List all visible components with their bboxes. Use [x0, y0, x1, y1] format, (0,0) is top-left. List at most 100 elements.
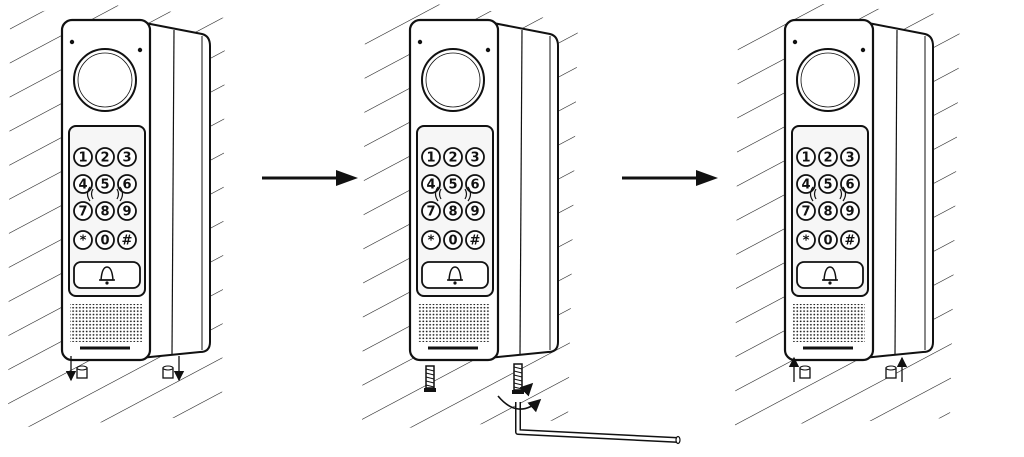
- keypad-key: [443, 174, 463, 194]
- caps-icon: [65, 356, 185, 382]
- cap-top: [799, 365, 811, 371]
- key-label: *: [803, 234, 810, 249]
- key-label: 5: [448, 178, 457, 193]
- keypad-key: [840, 201, 860, 221]
- screws-icon: [424, 363, 524, 394]
- bell-icon: [447, 266, 463, 285]
- corner-dot: [69, 39, 75, 45]
- keypad-key: [796, 230, 816, 250]
- key-label: 3: [470, 151, 479, 166]
- key-label: 3: [845, 151, 854, 166]
- keypad-key: [818, 201, 838, 221]
- corner-dot: [485, 47, 491, 53]
- screw-head: [512, 390, 524, 394]
- keypad-key: [73, 147, 93, 167]
- key-label: 2: [448, 151, 457, 166]
- corner-dot: [792, 39, 798, 45]
- keypad-key: [421, 201, 441, 221]
- key-label: 4: [426, 178, 435, 193]
- key-label: 4: [801, 178, 810, 193]
- keypad-key: [117, 147, 137, 167]
- rfid-icon: [809, 186, 847, 202]
- corner-dot: [417, 39, 423, 45]
- keypad-key: [95, 174, 115, 194]
- key-label: 1: [426, 151, 435, 166]
- keypad-key: [95, 201, 115, 221]
- key-label: 5: [100, 178, 109, 193]
- camera-lens-ring: [425, 52, 481, 108]
- keypad-key: [421, 147, 441, 167]
- camera-lens-icon: [421, 48, 485, 112]
- rfid-icon: [86, 186, 124, 202]
- keypad-key: [840, 147, 860, 167]
- camera-lens-icon: [796, 48, 860, 112]
- key-label: 3: [122, 151, 131, 166]
- keypad-key: [796, 147, 816, 167]
- keypad-key: [465, 174, 485, 194]
- hex-key-icon: [515, 402, 681, 445]
- key-label: 2: [100, 151, 109, 166]
- rfid-icon: [434, 186, 472, 202]
- arrow-right-icon: [622, 170, 718, 186]
- keypad-key: [443, 230, 463, 250]
- key-label: 9: [122, 205, 131, 220]
- device-side: [139, 20, 211, 360]
- device-edge: [171, 29, 175, 355]
- key-label: 0: [823, 234, 832, 249]
- speaker-grille-icon: [418, 304, 490, 342]
- key-label: 8: [100, 205, 109, 220]
- keypad-key: [117, 174, 137, 194]
- keypad-key: [73, 201, 93, 221]
- camera-lens-ring: [77, 52, 133, 108]
- key-label: 4: [78, 178, 87, 193]
- cap-top: [76, 365, 88, 371]
- keypad-key: [95, 230, 115, 250]
- key-label: #: [470, 234, 481, 249]
- device-edge: [519, 29, 523, 355]
- keypad-key: [443, 147, 463, 167]
- key-label: 1: [78, 151, 87, 166]
- keypad-key: [443, 201, 463, 221]
- key-label: 2: [823, 151, 832, 166]
- keypad-key: [818, 147, 838, 167]
- keypad-key: [840, 174, 860, 194]
- keypad-key: [818, 174, 838, 194]
- keypad-key: [95, 147, 115, 167]
- key-label: *: [80, 234, 87, 249]
- screw-head: [424, 388, 436, 392]
- bell-icon: [822, 266, 838, 285]
- key-label: 0: [100, 234, 109, 249]
- arrow-right-icon: [262, 170, 358, 186]
- rotation-arrow-icon: [497, 382, 542, 413]
- keypad-key: [421, 230, 441, 250]
- key-label: 7: [426, 205, 435, 220]
- camera-lens-ring: [800, 52, 856, 108]
- cap-top: [162, 365, 174, 371]
- key-label: #: [122, 234, 133, 249]
- key-label: *: [428, 234, 435, 249]
- key-label: 6: [470, 178, 479, 193]
- key-label: 9: [470, 205, 479, 220]
- device-edge: [894, 29, 898, 355]
- key-label: #: [845, 234, 856, 249]
- keypad-key: [796, 201, 816, 221]
- keypad-key: [117, 201, 137, 221]
- key-label: 9: [845, 205, 854, 220]
- key-label: 6: [845, 178, 854, 193]
- keypad-key: [818, 230, 838, 250]
- key-label: 8: [823, 205, 832, 220]
- keypad-key: [465, 201, 485, 221]
- corner-dot: [137, 47, 143, 53]
- keypad-key: [796, 174, 816, 194]
- corner-dot: [860, 47, 866, 53]
- key-label: 7: [78, 205, 87, 220]
- key-label: 1: [801, 151, 810, 166]
- camera-lens-icon: [73, 48, 137, 112]
- speaker-grille-icon: [70, 304, 142, 342]
- keypad-key: [421, 174, 441, 194]
- keypad-key: [840, 230, 860, 250]
